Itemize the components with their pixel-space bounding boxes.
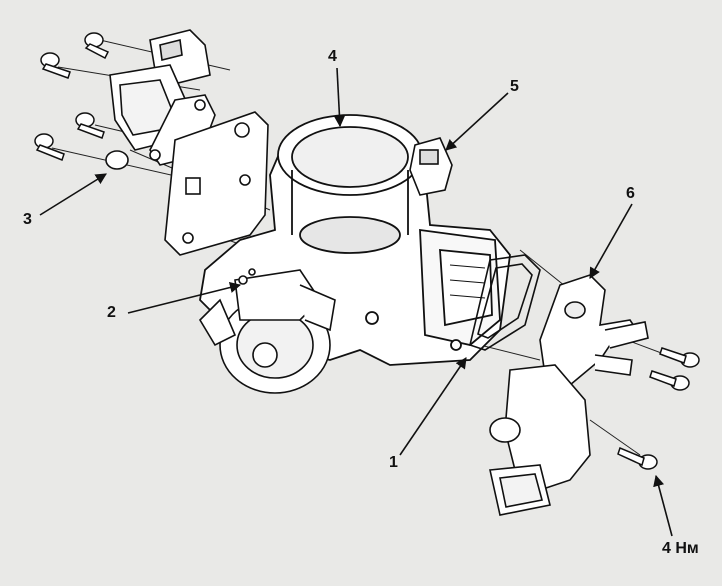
screw-icon [75, 112, 105, 139]
callout-3: 3 [23, 211, 32, 228]
callout-5: 5 [510, 78, 519, 95]
screw-icon [40, 52, 71, 79]
leader-5 [445, 92, 509, 151]
throttle-position-sensor [539, 274, 649, 386]
leader-1 [399, 357, 467, 456]
sensor-housing [489, 364, 591, 516]
leader-6 [589, 203, 633, 279]
leader-2 [127, 282, 242, 314]
screw-icon [84, 32, 110, 60]
sensor-connector [409, 137, 453, 196]
callout-4: 4 [328, 48, 337, 65]
throttle-pulley [198, 268, 336, 394]
callout-6: 6 [626, 185, 635, 202]
callout-1: 1 [389, 454, 398, 471]
leader-torque [653, 474, 673, 537]
mounting-plate [164, 111, 269, 256]
screw-icon [649, 370, 690, 391]
leader-lines [39, 67, 673, 537]
callout-torque: 4 Нм [662, 540, 699, 557]
callout-2: 2 [107, 304, 116, 321]
screw-icon [659, 347, 700, 368]
leader-4 [333, 67, 346, 128]
screw-icon [617, 446, 658, 470]
screws-left [34, 32, 110, 161]
iac-valve-assembly [105, 29, 216, 170]
gasket [469, 254, 541, 351]
screws-right [617, 347, 700, 470]
screw-icon [34, 133, 65, 161]
leader-3 [39, 173, 107, 216]
